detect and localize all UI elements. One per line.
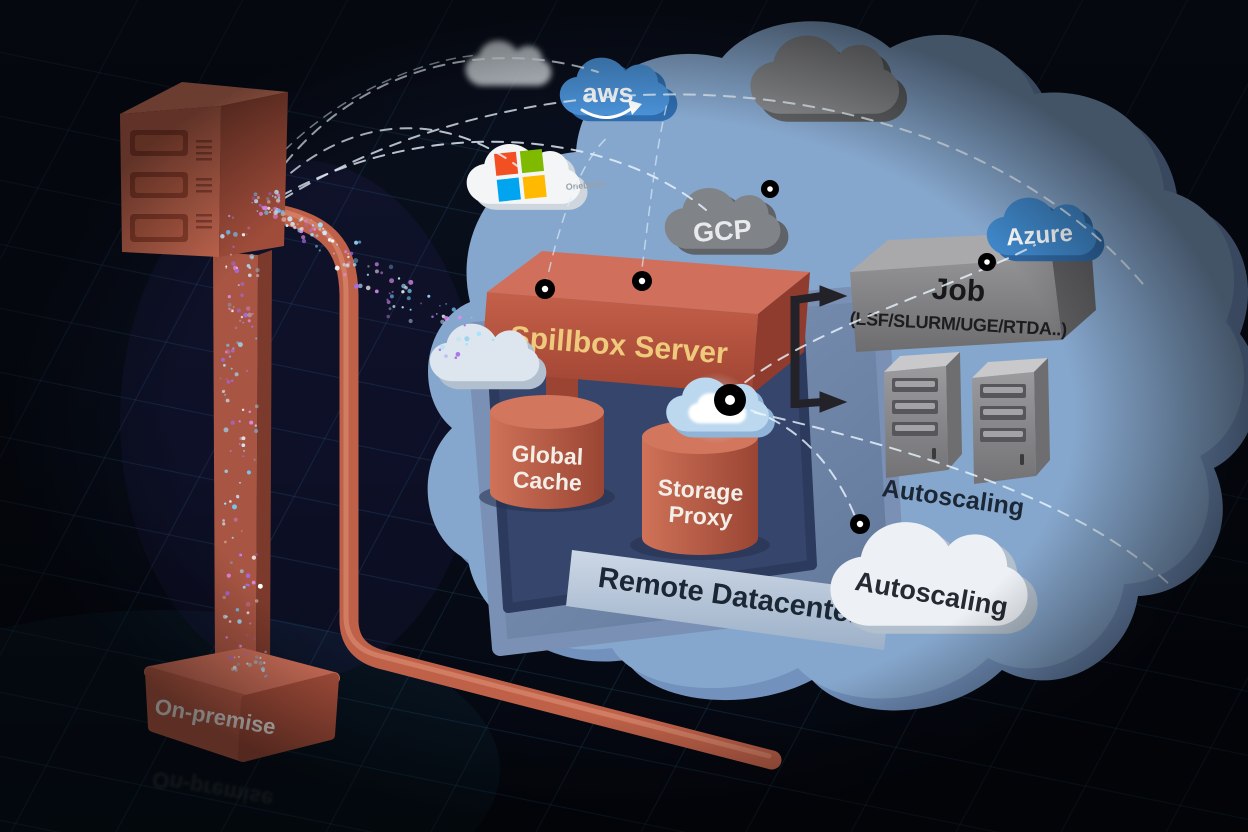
vignette [0, 0, 1248, 832]
architecture-diagram: Remote Datacenter Spillbox Server Global… [0, 0, 1248, 832]
diagram-canvas: Remote Datacenter Spillbox Server Global… [0, 0, 1248, 832]
